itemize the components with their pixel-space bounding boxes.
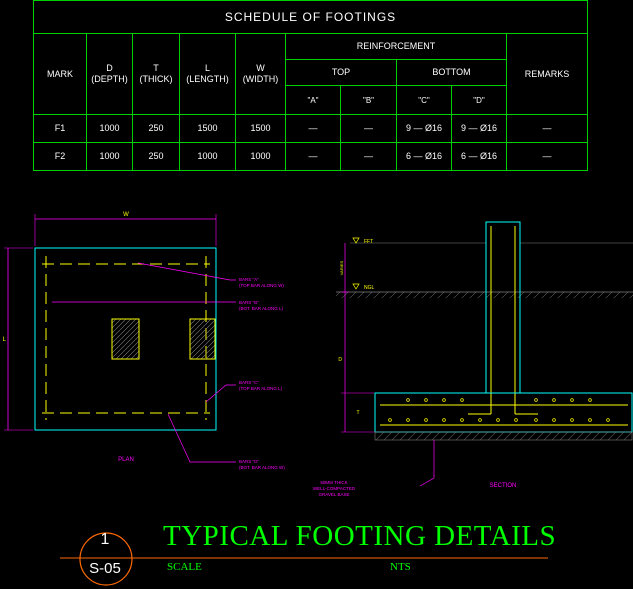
plan-length-dimension: L	[3, 247, 33, 431]
plan-footing-outline	[34, 247, 217, 431]
scale-value: NTS	[390, 561, 411, 573]
sheet-number: S-05	[89, 560, 121, 577]
section-footing	[374, 392, 633, 433]
plan-column	[111, 318, 140, 360]
gravel-note-2: WELL-COMPACTED	[313, 486, 356, 491]
note-bars-a-2: (TOP BAR ALONG W)	[239, 283, 284, 288]
header-length: L(LENGTH)	[179, 33, 236, 115]
note-bars-c-2: (TOP BAR ALONG L)	[239, 386, 283, 391]
gravel-note-1: 50MM THICK	[320, 480, 347, 485]
note-bars-d-1: BARS "D"	[239, 459, 259, 464]
detail-number: 1	[100, 531, 110, 548]
ground-hatch	[336, 292, 633, 298]
scale-label: SCALE	[167, 561, 202, 573]
drawing-title: TYPICAL FOOTING DETAILS	[163, 520, 557, 552]
schedule-title: SCHEDULE OF FOOTINGS	[32, 0, 589, 34]
cell-thick: 250	[132, 114, 180, 143]
gravel-base	[374, 431, 633, 441]
cell-depth: 1000	[86, 142, 133, 171]
table-row: F2 1000 250 1000 1000 — — 6 — Ø16 6 — Ø1…	[33, 142, 589, 171]
cell-mark: F2	[33, 142, 87, 171]
plan-width-dimension: W	[34, 212, 217, 246]
ngl-marker-icon	[352, 283, 360, 290]
section-label: SECTION	[490, 483, 517, 489]
section-view: FFT NGL VARIES D T 50MM THIC	[313, 221, 633, 497]
footing-schedule-table: SCHEDULE OF FOOTINGS MARK D(DEPTH) T(THI…	[32, 0, 589, 171]
note-bars-a-1: BARS "A"	[239, 277, 259, 282]
dim-varies: VARIES	[339, 260, 344, 275]
plan-label: PLAN	[118, 457, 134, 463]
detail-bubble	[79, 532, 133, 586]
plan-column	[189, 318, 216, 360]
cell-bar-b: —	[340, 114, 397, 143]
cell-mark: F1	[33, 114, 87, 143]
header-bar-b: "B"	[340, 85, 397, 115]
note-bars-b-1: BARS "B"	[239, 300, 259, 305]
cell-depth: 1000	[86, 114, 133, 143]
header-reinforcement: REINFORCEMENT	[285, 33, 507, 60]
ngl-label: NGL	[364, 285, 375, 291]
table-row: F1 1000 250 1500 1500 — — 9 — Ø16 9 — Ø1…	[33, 114, 589, 143]
header-bar-a: "A"	[285, 85, 341, 115]
leader-gravel	[419, 440, 435, 487]
leader-bars-a	[137, 262, 236, 281]
leader-bars-d	[167, 413, 236, 463]
plan-dim-l: L	[3, 337, 7, 343]
header-bottom: BOTTOM	[396, 59, 507, 86]
note-bars-d-2: (BOT. BAR ALONG W)	[239, 465, 285, 470]
note-bars-c-1: BARS "C"	[239, 380, 259, 385]
cell-bar-d: 9 — Ø16	[451, 114, 507, 143]
dim-d: D	[338, 357, 342, 363]
cell-thick: 250	[132, 142, 180, 171]
plan-view: W L BARS "A" (TOP BAR ALONG W) BARS "B" …	[3, 212, 286, 470]
dim-t: T	[356, 410, 359, 416]
gravel-note-3: GRAVEL BASE	[318, 492, 349, 497]
header-remarks: REMARKS	[505, 33, 589, 115]
rebar-dots	[388, 398, 610, 422]
cell-remarks: —	[505, 142, 589, 171]
title-block	[60, 532, 548, 586]
plan-dim-w: W	[123, 212, 129, 218]
fft-label: FFT	[364, 239, 373, 245]
cell-bar-c: 9 — Ø16	[396, 114, 452, 143]
leader-bars-c	[205, 384, 236, 403]
header-mark: MARK	[33, 33, 87, 115]
fft-marker-icon	[352, 237, 360, 244]
note-bars-b-2: (BOT. BAR ALONG L)	[239, 306, 284, 311]
